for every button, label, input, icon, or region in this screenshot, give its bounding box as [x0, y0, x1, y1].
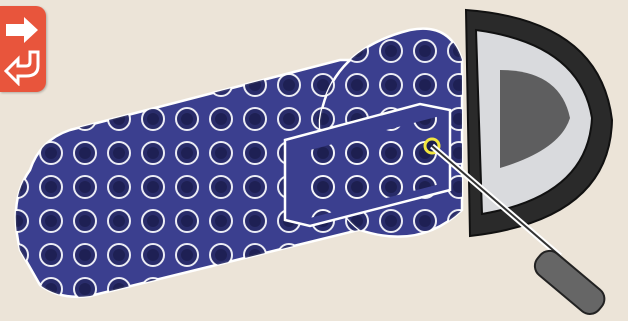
turntable-disc — [466, 10, 612, 236]
